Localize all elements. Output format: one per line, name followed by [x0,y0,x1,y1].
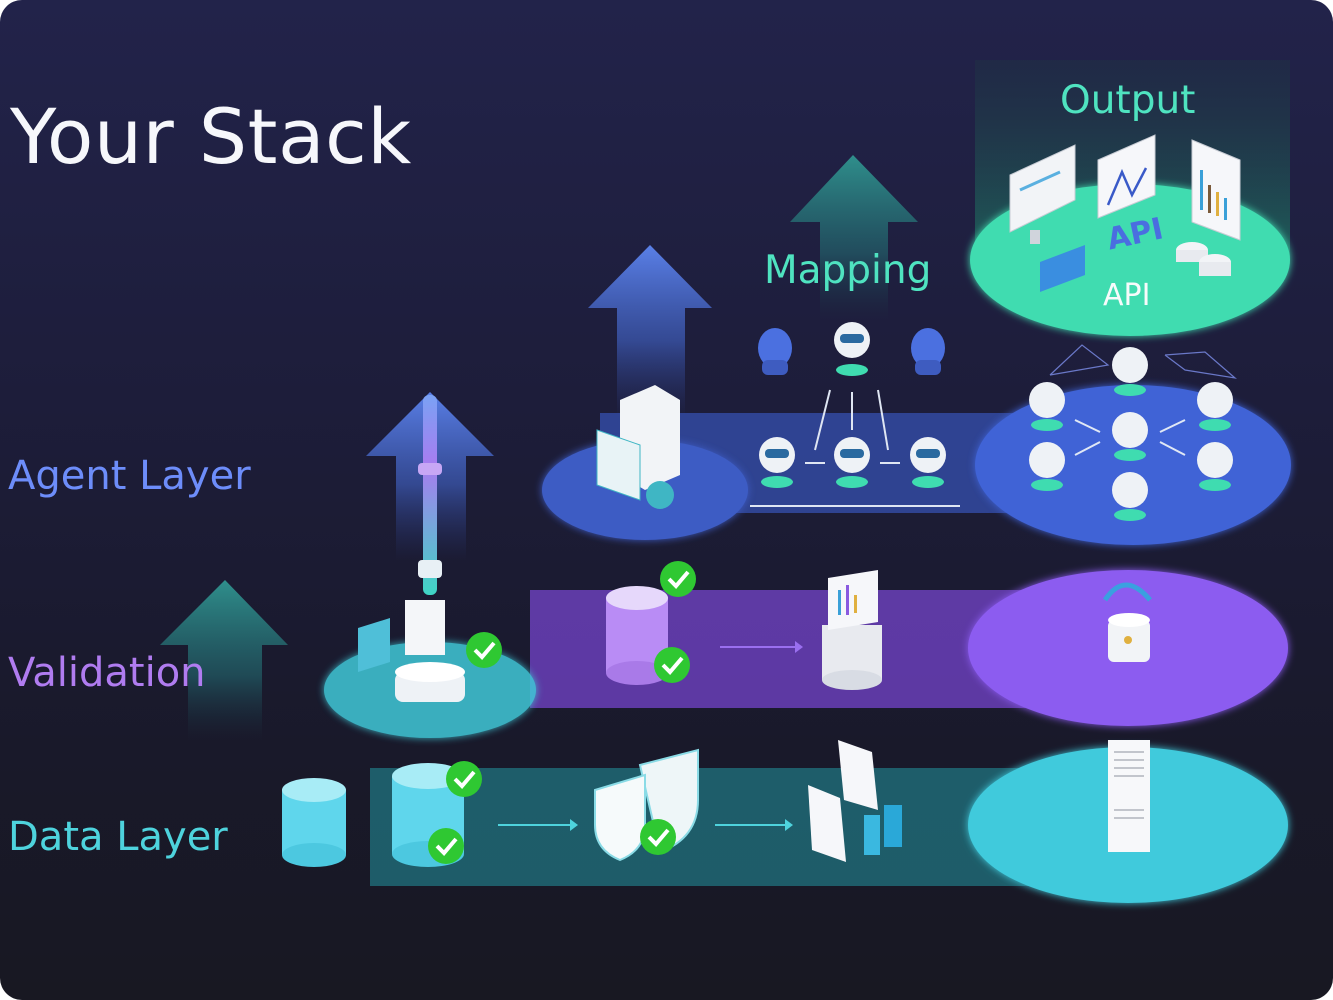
robot-icon [834,437,870,488]
report-server-icon [822,570,882,690]
agent-end-platform [975,385,1291,545]
database-icon [282,778,346,867]
stage-label-mapping: Mapping [764,248,932,293]
monitor-icon [1009,144,1076,244]
robot-icon [834,322,870,376]
layer-label-agent: Agent Layer [8,453,251,499]
check-icon [660,561,696,597]
up-arrow-mapping [790,155,918,320]
arrow-right-icon [498,819,578,831]
code-panel-icon [1040,245,1085,292]
arrow-right-icon [715,819,793,831]
robot-icons-mapping [750,322,960,507]
layer-label-data: Data Layer [8,814,228,860]
up-arrow-data [160,580,288,740]
robot-icon-blue [911,328,945,375]
check-icon [640,819,676,855]
check-icon [466,632,502,668]
pipe-ring [418,463,442,475]
database-icon-purple [606,586,668,685]
check-icon [446,761,482,797]
layer-label-validation: Validation [8,650,206,696]
check-icon [428,828,464,864]
check-icon [654,647,690,683]
arrow-right-icon [720,641,803,653]
report-document-icon [1108,740,1150,852]
mapping-arrows [750,389,960,507]
bar-chart-window-icon [1191,139,1241,241]
database-stack-icon [1176,242,1231,276]
pipe-clamp [418,560,442,578]
robot-icon [759,437,795,488]
robot-network [1029,344,1237,521]
line-chart-window-icon [1097,134,1156,219]
sensor-device-icon [1102,582,1152,662]
robot-icon-blue [758,328,792,375]
robot-icon [910,437,946,488]
pipe-connector [423,395,437,595]
document-check-icon [596,385,680,509]
stage-label-output: Output [1060,78,1196,123]
validation-doc-icon [358,600,465,702]
up-arrow-agent [588,245,712,420]
report-chart-icon [808,740,902,862]
api-platform-label: API [1103,278,1150,313]
page-title: Your Stack [10,92,412,181]
check-badges [428,561,696,864]
